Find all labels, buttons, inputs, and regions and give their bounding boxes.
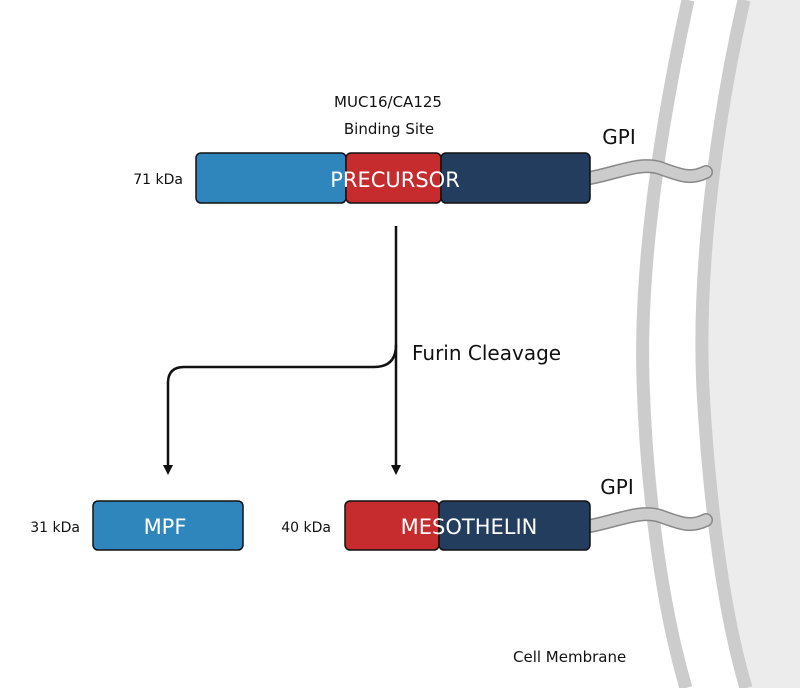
cleavage-arrow-mpf [163,344,398,475]
mpf-protein: MPF [92,500,244,551]
furin-cleavage-label: Furin Cleavage [412,341,561,365]
precursor-label: PRECURSOR [330,168,460,192]
membrane-inner-band [695,0,753,688]
mesothelin-label: MESOTHELIN [401,515,538,539]
precursor-segment-mpf [195,152,347,204]
cell-membrane-label: Cell Membrane [513,648,626,666]
mesothelin-weight: 40 kDa [281,520,331,536]
precursor-weight: 71 kDa [133,172,183,188]
cytoplasm-fill [698,0,800,688]
gpi-anchor-mesothelin-fill [584,508,712,532]
mesothelin-gpi-label: GPI [600,475,633,499]
mpf-weight: 31 kDa [30,520,80,536]
mpf-label: MPF [144,515,187,539]
binding-site-label-line2: Binding Site [344,120,434,138]
mesothelin-segment-body [438,500,591,551]
precursor-gpi-label: GPI [602,125,635,149]
mpf-box [92,500,244,551]
mesothelin-protein: MESOTHELIN [344,500,591,551]
cell-membrane [636,0,800,688]
precursor-segment-mesothelin [440,152,591,204]
binding-site-label-line1: MUC16/CA125 [334,93,442,111]
gpi-anchor-precursor-fill [584,160,712,184]
membrane-outer-band [636,0,695,688]
precursor-protein: PRECURSOR [195,152,591,204]
